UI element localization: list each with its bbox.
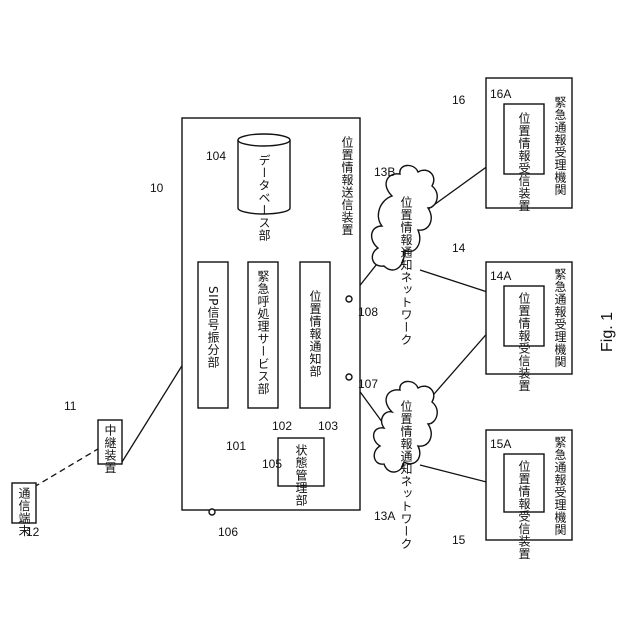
ref-105: 105 (262, 457, 282, 471)
ref-106: 106 (218, 525, 238, 539)
port-108 (346, 296, 352, 302)
ref-13a: 13A (374, 509, 395, 523)
port-107 (346, 374, 352, 380)
ref-108: 108 (358, 305, 378, 319)
ref-103: 103 (318, 419, 338, 433)
ref-102: 102 (272, 419, 292, 433)
state-mgmt-label: 状態管理部 (294, 444, 308, 507)
figure-label: Fig. 1 (599, 312, 616, 352)
receiver-14-label: 位置情報受信装置 (517, 291, 531, 392)
ref-11: 11 (64, 399, 77, 413)
agency-15-label: 緊急通報受理機関 (553, 436, 567, 536)
ref-104: 104 (206, 149, 226, 163)
ref-16: 16 (452, 93, 466, 107)
terminal-relay-link (34, 443, 108, 487)
relay-device-label: 中継装置 (103, 423, 117, 474)
ref-13b: 13B (374, 165, 395, 179)
ref-15a: 15A (490, 437, 511, 451)
receiver-16-label: 位置情報受信装置 (517, 111, 531, 212)
ref-101: 101 (226, 439, 246, 453)
receiver-15-label: 位置情報受信装置 (517, 459, 531, 560)
network-b-label: 位置情報通知ネットワーク (399, 195, 413, 346)
ref-107: 107 (358, 377, 378, 391)
agency-14-label: 緊急通報受理機関 (553, 268, 567, 368)
emergency-service-label: 緊急呼処理サービス部 (256, 270, 270, 395)
ref-14: 14 (452, 241, 466, 255)
ref-16a: 16A (490, 87, 511, 101)
database-label: データベース部 (257, 154, 271, 242)
sender-device-label: 位置情報送信装置 (340, 135, 354, 236)
sip-distributor-label: SIP信号振分部 (206, 286, 220, 368)
network-a-label: 位置情報通知ネットワーク (399, 399, 413, 550)
port-106 (209, 509, 215, 515)
location-notify-label: 位置情報通知部 (308, 289, 322, 378)
ref-14a: 14A (490, 269, 511, 283)
agency-16-label: 緊急通報受理機関 (553, 96, 567, 196)
ref-12: 12 (26, 525, 40, 539)
ref-15: 15 (452, 533, 466, 547)
ref-10: 10 (150, 181, 164, 195)
